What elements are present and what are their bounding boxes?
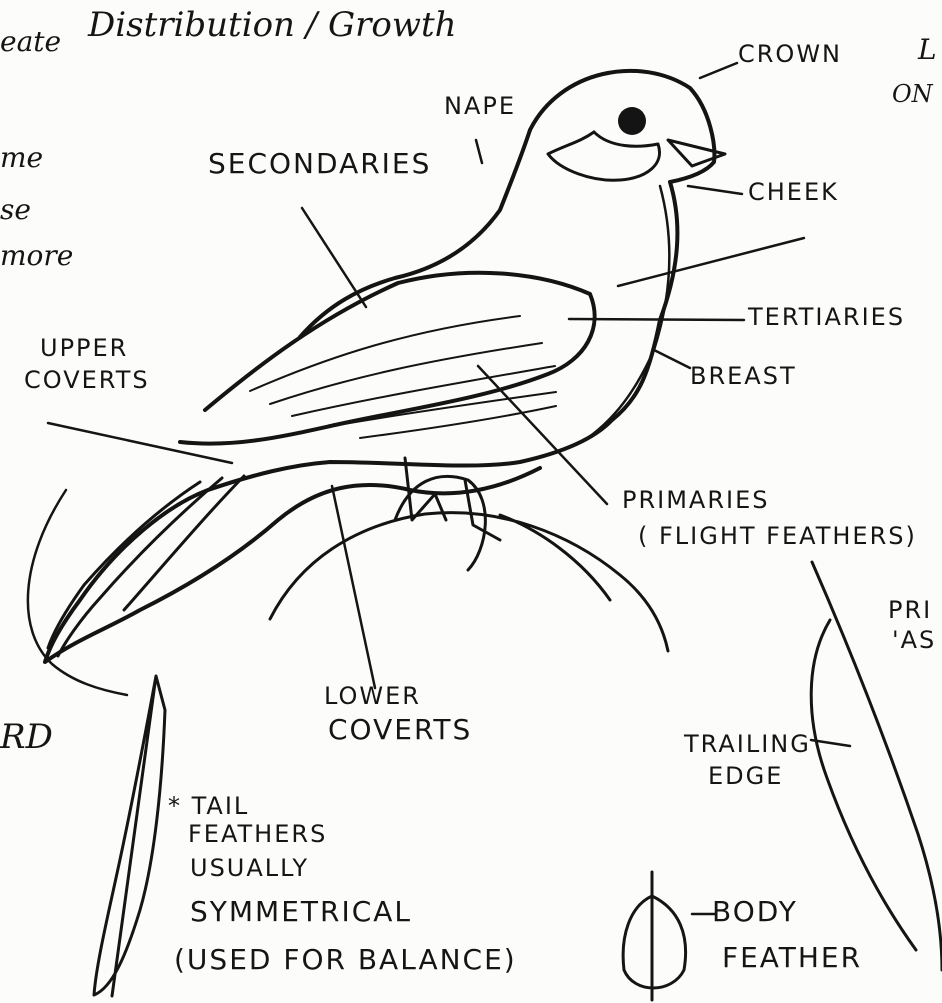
- tail-note-line-2: FEATHERS: [188, 822, 327, 846]
- crown-label: CROWN: [738, 42, 842, 66]
- breast-label: BREAST: [690, 364, 797, 388]
- nape-leader-line: [476, 140, 482, 163]
- trailing-edge-label-line-2: EDGE: [708, 764, 783, 788]
- primary-feather-fragment-line-2: 'AS: [892, 628, 936, 652]
- primaries-label-line-1: PRIMARIES: [622, 488, 770, 512]
- tertiaries-leader-line-1: [618, 238, 804, 286]
- cheek-leader-line: [688, 186, 742, 194]
- left-note-line-1: me: [0, 144, 43, 172]
- bird-wing: [180, 273, 595, 444]
- cheek-label: CHEEK: [748, 180, 839, 204]
- lower-coverts-label-line-2: COVERTS: [328, 716, 472, 744]
- lower-coverts-label-line-1: LOWER: [324, 684, 421, 708]
- tail-feather-sketch: [94, 676, 165, 996]
- breast-connector-line: [654, 350, 690, 368]
- left-note-line-2: se: [0, 196, 31, 224]
- tail-note-line-4: SYMMETRICAL: [190, 898, 412, 926]
- upper-coverts-label-line-1: UPPER: [40, 336, 128, 360]
- bird-eye: [618, 107, 646, 135]
- body-feather-sketch: [623, 872, 685, 1000]
- secondaries-label: SECONDARIES: [208, 150, 431, 178]
- left-note-line-3: more: [0, 242, 73, 270]
- header-left-fragment: eate: [0, 28, 61, 56]
- wing-feathers: [250, 316, 556, 438]
- header-right-fragment-2: ON: [892, 82, 933, 106]
- left-note-line-4: RD: [0, 720, 53, 754]
- primary-feather-fragment-line-1: PRI: [888, 598, 932, 622]
- tertiaries-label: TERTIARIES: [748, 305, 905, 329]
- header-right-fragment: L: [918, 36, 937, 64]
- trailing-edge-label-line-1: TRAILING: [684, 732, 811, 756]
- nape-label: NAPE: [444, 94, 516, 118]
- body-feather-label-line-2: FEATHER: [722, 944, 862, 972]
- primaries-label-line-2: ( FLIGHT FEATHERS): [638, 524, 917, 548]
- tertiaries-leader-line-2: [569, 319, 744, 320]
- page-heading: Distribution / Growth: [88, 8, 457, 42]
- body-feather-label-line-1: BODY: [712, 898, 798, 926]
- crown-leader-line: [700, 63, 737, 78]
- bird-cheek: [548, 132, 660, 180]
- upper-coverts-label-line-2: COVERTS: [24, 368, 150, 392]
- tail-note-line-3: USUALLY: [190, 856, 309, 880]
- secondaries-leader-line: [302, 208, 366, 307]
- lower-coverts-leader-line: [332, 486, 375, 688]
- tail-note-line-1: * TAIL: [168, 794, 249, 818]
- tail-note-line-5: (USED FOR BALANCE): [174, 946, 517, 974]
- bird-beak: [668, 140, 725, 166]
